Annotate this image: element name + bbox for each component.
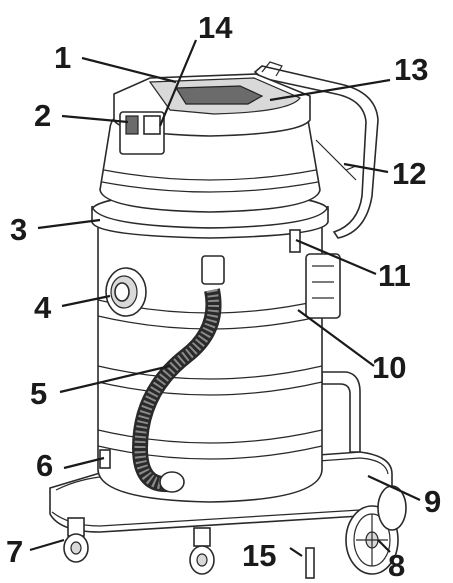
callout-12: 12 — [392, 156, 426, 191]
serial-plate — [305, 547, 315, 579]
callout-7: 7 — [6, 534, 23, 569]
suction-inlet — [105, 267, 147, 317]
callout-2: 2 — [34, 98, 51, 133]
callout-11: 11 — [378, 258, 411, 293]
cable-hook — [315, 139, 357, 181]
callout-1: 1 — [54, 40, 71, 75]
callout-15: 15 — [242, 538, 276, 573]
callout-4: 4 — [34, 290, 52, 325]
callout-13: 13 — [394, 52, 428, 87]
callout-14: 14 — [198, 10, 233, 45]
accessory-holder — [289, 229, 341, 319]
callout-5: 5 — [30, 376, 47, 411]
rear-wheel — [345, 485, 407, 575]
motor-head — [99, 73, 321, 213]
tank — [97, 217, 323, 503]
front-caster-left — [63, 517, 89, 563]
callout-10: 10 — [372, 350, 406, 385]
front-caster-middle — [189, 527, 215, 575]
callout-9: 9 — [424, 484, 441, 519]
callout-3: 3 — [10, 212, 27, 247]
hose — [131, 255, 225, 493]
leader-lines — [29, 39, 421, 557]
callout-6: 6 — [36, 448, 53, 483]
callout-8: 8 — [388, 548, 405, 583]
